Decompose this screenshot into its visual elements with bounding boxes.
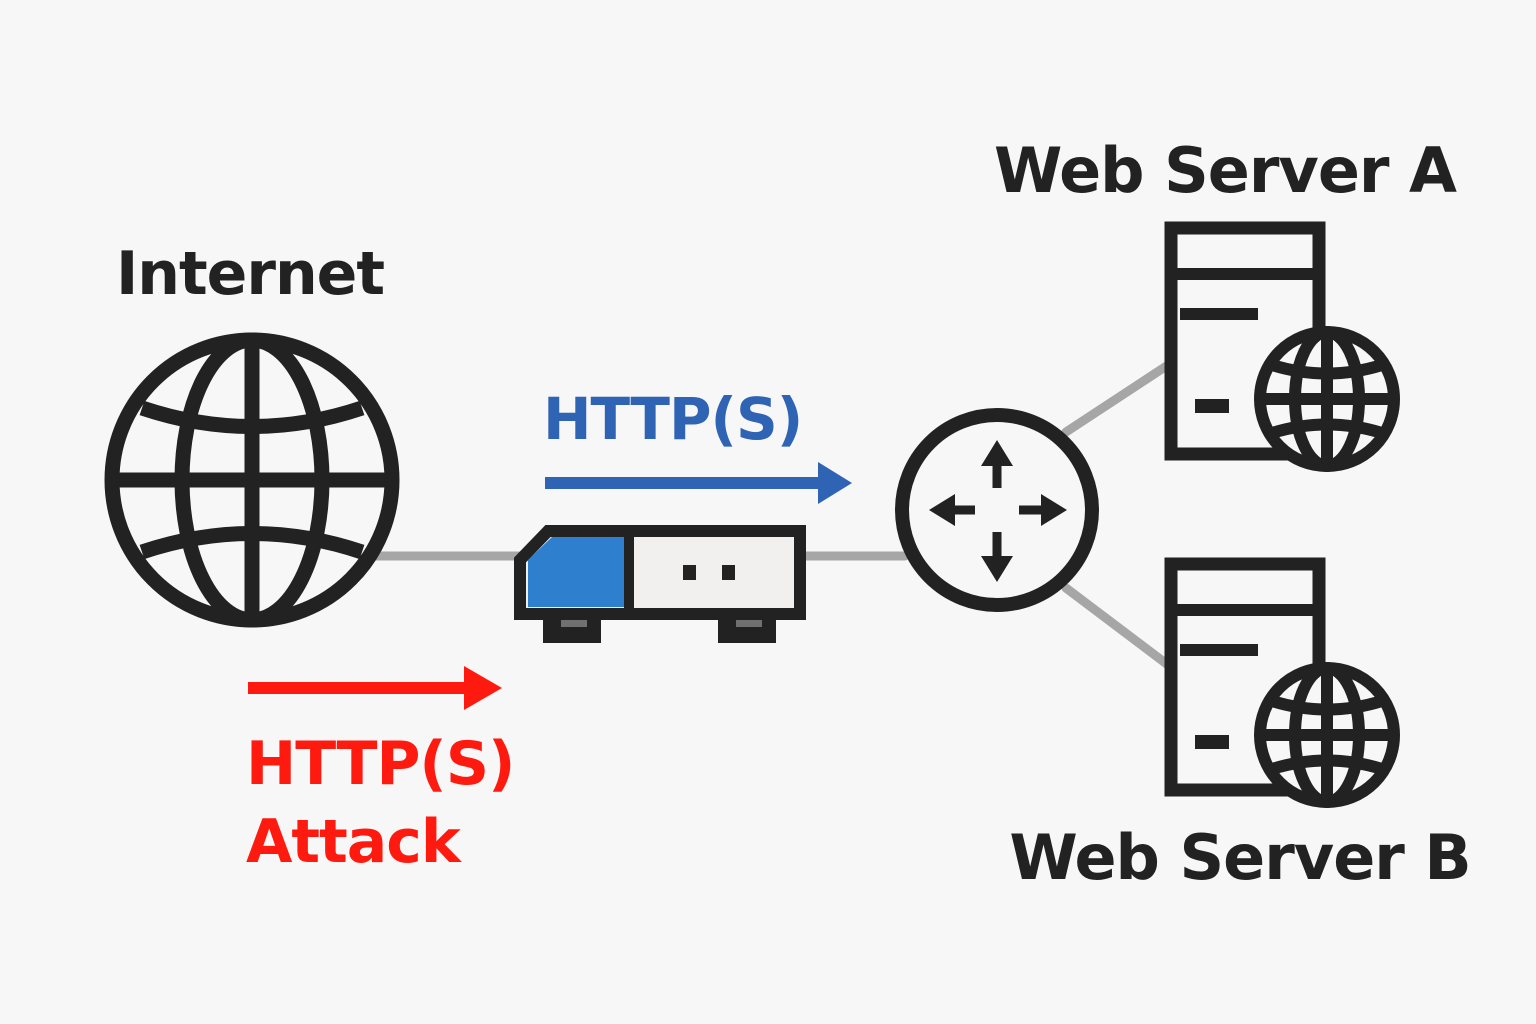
globe-icon — [1254, 326, 1400, 472]
internet-label: Internet — [116, 239, 384, 309]
attack-traffic-arrow — [248, 666, 502, 710]
http-normal-label: HTTP(S) — [543, 385, 802, 453]
links — [367, 360, 1173, 670]
server-b-label: Web Server B — [1009, 821, 1470, 894]
link-router-server-b — [1061, 583, 1173, 670]
server-a-label: Web Server A — [994, 134, 1457, 207]
web-server-b-icon — [1164, 557, 1400, 808]
link-router-server-a — [1061, 360, 1173, 437]
globe-icon — [104, 332, 400, 628]
globe-icon — [1254, 662, 1400, 808]
normal-traffic-arrow — [545, 462, 852, 504]
firewall-appliance-icon — [514, 525, 806, 643]
web-server-a-icon — [1164, 221, 1400, 472]
http-attack-label-line1: HTTP(S) — [246, 729, 514, 799]
http-attack-label-line2: Attack — [246, 807, 463, 877]
router-icon — [895, 408, 1099, 612]
